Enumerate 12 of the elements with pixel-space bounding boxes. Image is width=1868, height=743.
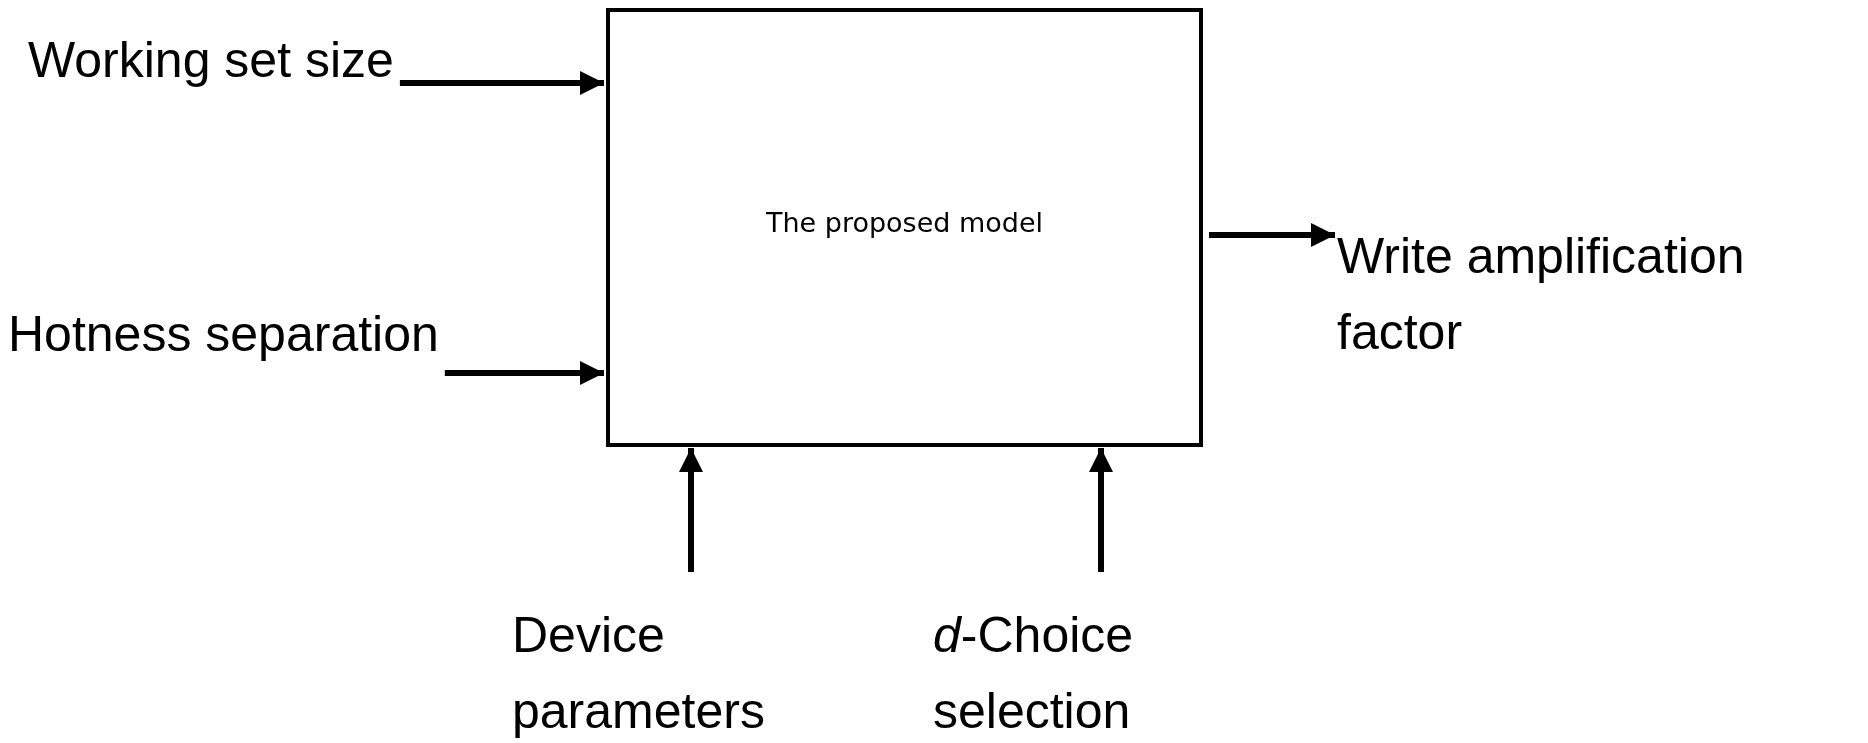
arrow [399, 71, 604, 95]
arrow [1089, 448, 1113, 572]
arrow [1209, 223, 1335, 247]
input-label: Working set size [28, 31, 394, 90]
process-box [606, 8, 1203, 447]
arrow [679, 448, 703, 572]
arrow [444, 361, 604, 385]
input-label: Device parameters [512, 606, 766, 741]
output-label: Write amplification factor [1337, 227, 1746, 362]
box-label: The proposed model [764, 207, 1045, 238]
input-label: Hotness separation [8, 305, 439, 364]
input-label: d-Choice selection [933, 606, 1135, 741]
